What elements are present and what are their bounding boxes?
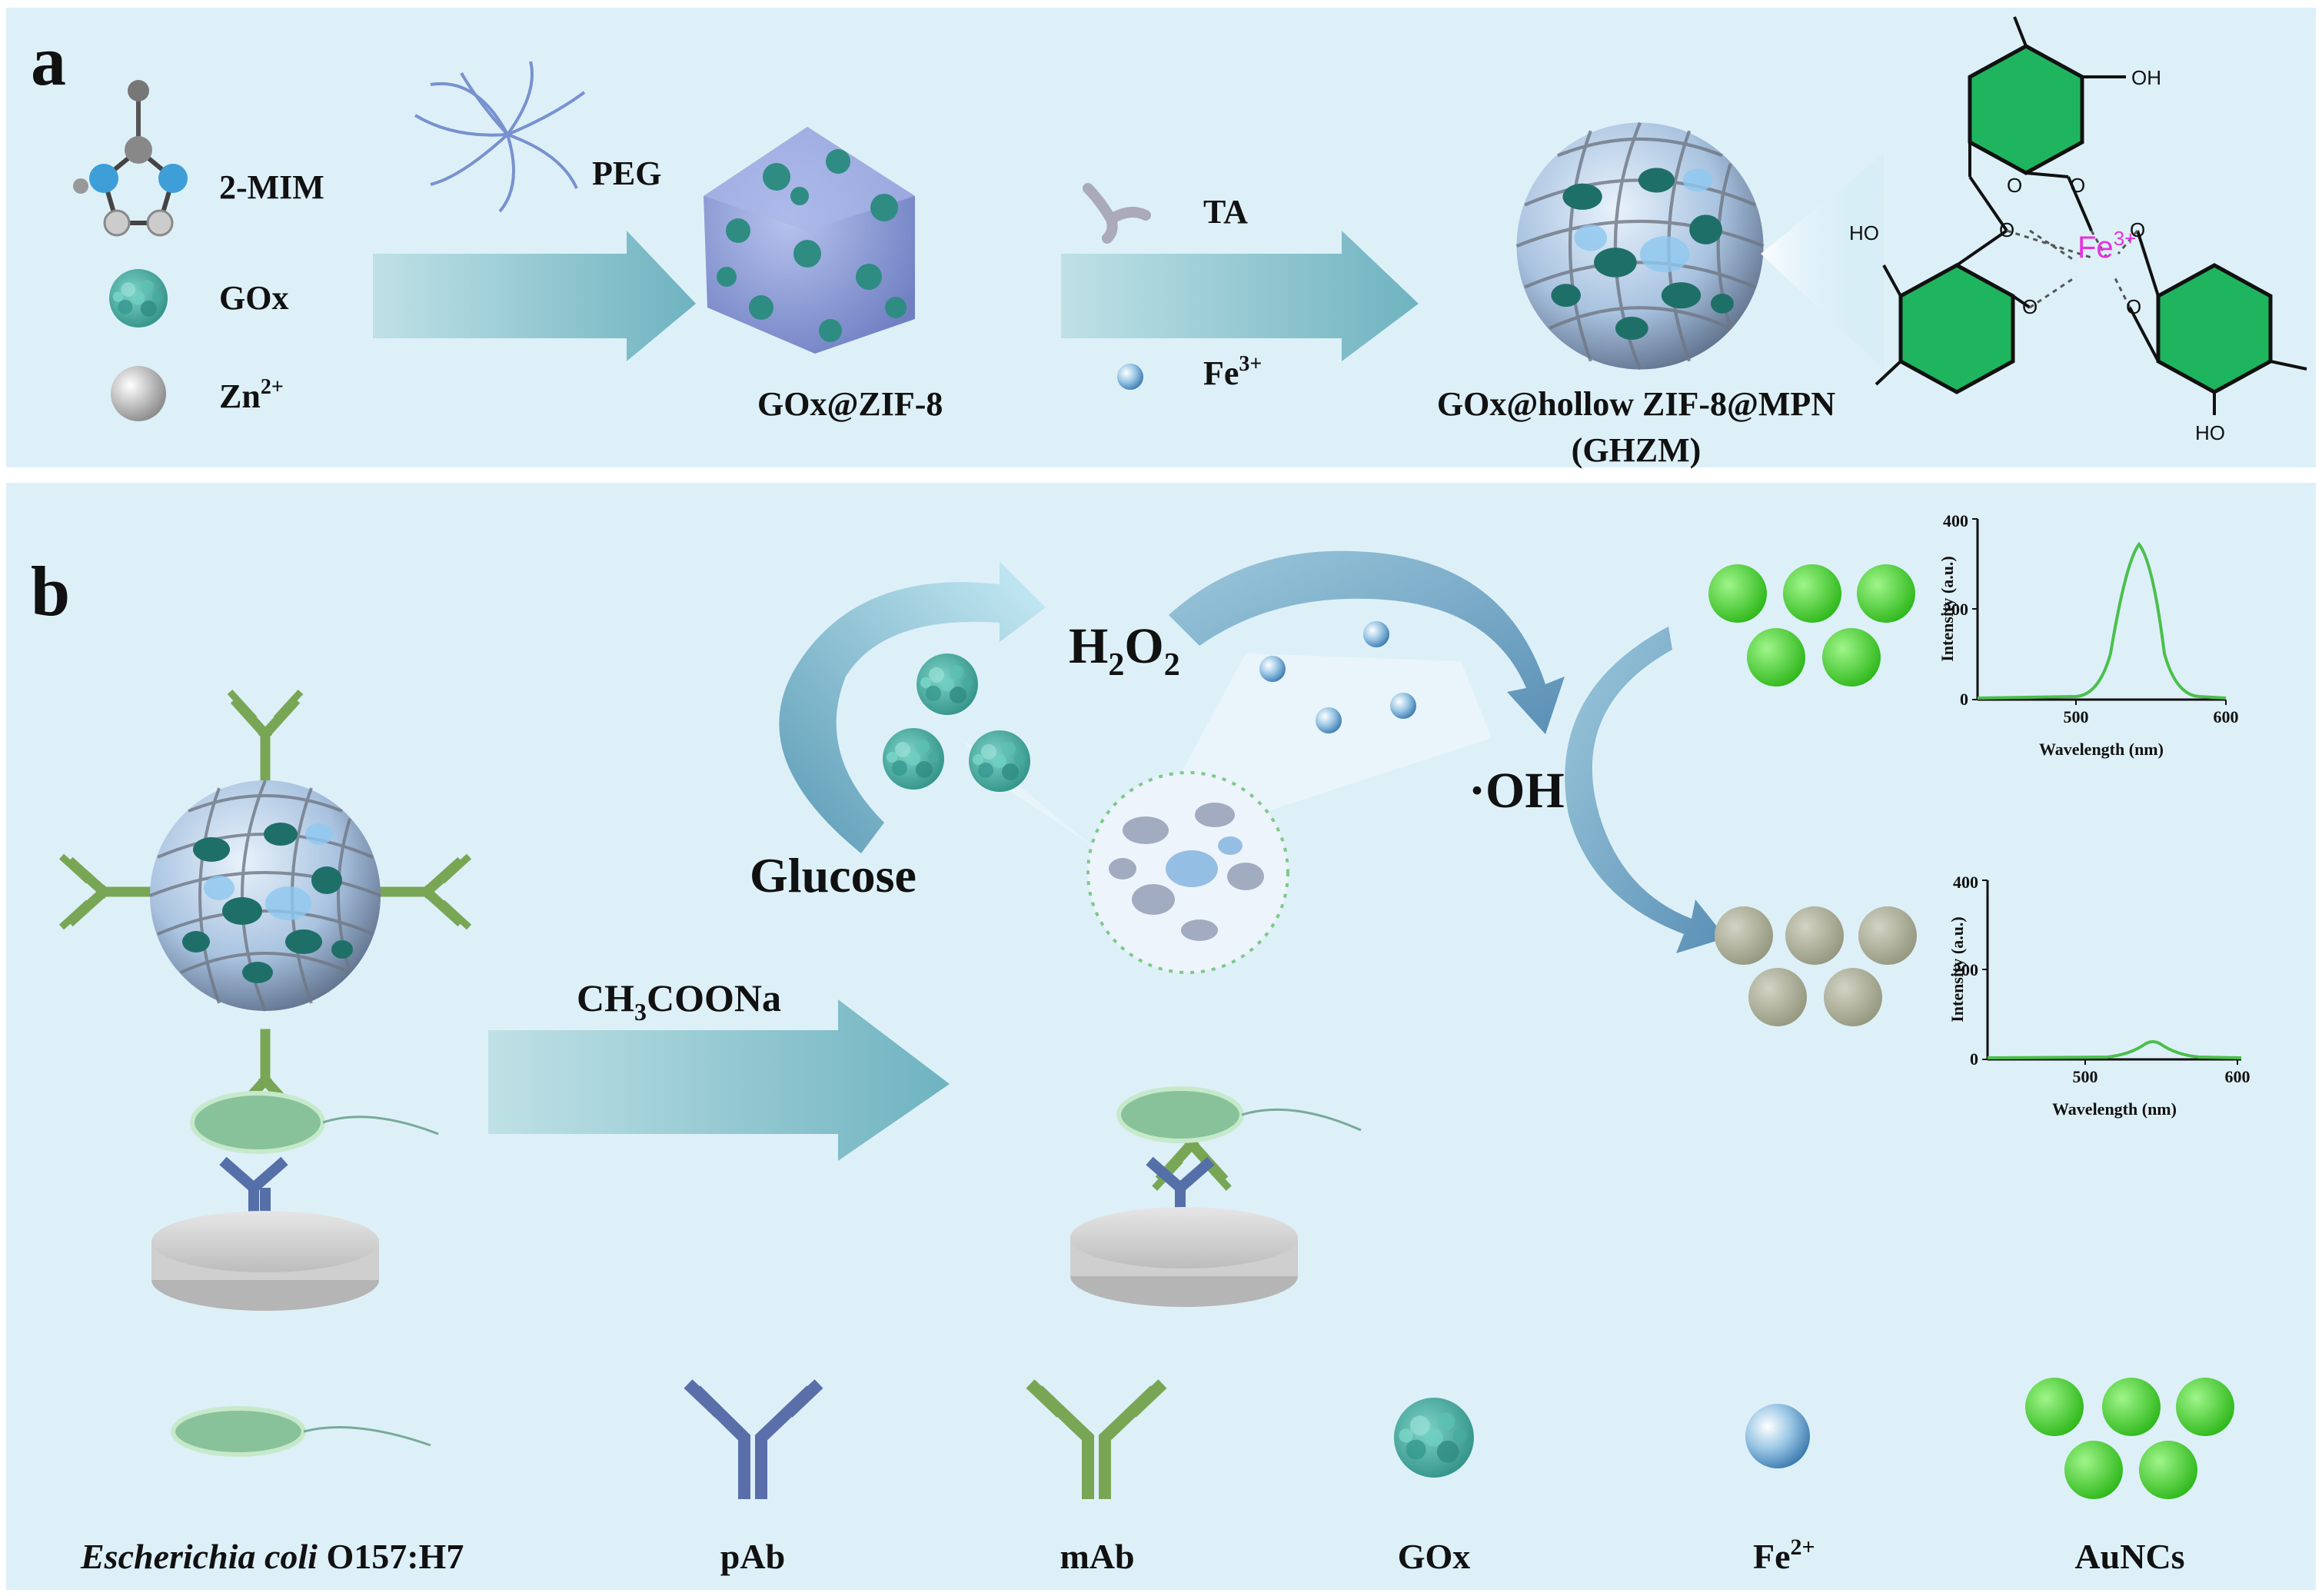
aunc-quenched-group bbox=[1715, 906, 1917, 1026]
aunc-bright-group bbox=[1708, 564, 1915, 687]
ta-molecule-icon bbox=[1083, 183, 1151, 244]
spectrum2-xlabel: Wavelength (nm) bbox=[2052, 1099, 2177, 1119]
chem-ho-label-2: HO bbox=[2195, 421, 2225, 444]
chem-ho-label-1: HO bbox=[1849, 221, 1879, 244]
chem-oh-label: OH bbox=[2131, 66, 2161, 89]
legend-fe2-icon bbox=[1745, 1404, 1810, 1468]
legend-aunc-label: AuNCs bbox=[2074, 1537, 2184, 1576]
spectrum-chart-high: 400 200 0 500 600 Wavelength (nm) Intens… bbox=[1938, 511, 2239, 759]
spectrum2-xtick-500: 500 bbox=[2073, 1067, 2098, 1086]
svg-text:O: O bbox=[1999, 218, 2014, 241]
spectrum2-ytick-0: 0 bbox=[1970, 1049, 1978, 1069]
legend-pab-label: pAb bbox=[720, 1537, 785, 1576]
gox-icon-b1 bbox=[916, 653, 978, 715]
curved-arrow-glucose bbox=[779, 561, 1046, 853]
spectrum1-line bbox=[1977, 541, 2227, 700]
2-mim-molecule-icon bbox=[73, 80, 188, 237]
gox-zif8-label: GOx@ZIF-8 bbox=[757, 385, 943, 423]
spectrum2-line bbox=[1987, 1040, 2242, 1059]
immunocomplex-degraded bbox=[1070, 771, 1362, 1307]
spectrum1-ytick-200: 200 bbox=[1943, 600, 1968, 619]
fe-ion-bubble-1 bbox=[1259, 656, 1286, 682]
spectrum1-ytick-400: 400 bbox=[1943, 511, 1968, 530]
spectrum1-ylabel: Intensity (a.u.) bbox=[1938, 556, 1957, 662]
zn-ion-icon bbox=[111, 366, 166, 421]
legend-ecoli-label: Escherichia coli O157:H7 bbox=[80, 1537, 464, 1576]
spectrum2-ytick-200: 200 bbox=[1953, 960, 1978, 979]
peg-polymer-icon bbox=[414, 61, 586, 213]
svg-text:O: O bbox=[2022, 295, 2038, 318]
legend-ecoli-icon bbox=[171, 1406, 431, 1457]
ghzm-label-line2: (GHZM) bbox=[1572, 431, 1702, 469]
oh-radical-label: ·OH bbox=[1469, 763, 1565, 819]
chem-fe3-label: Fe3+ bbox=[2077, 227, 2136, 264]
mpn-chemical-structure: O O O O O O OH HO HO Fe3+ bbox=[1849, 16, 2307, 444]
spectrum1-xlabel: Wavelength (nm) bbox=[2039, 740, 2164, 759]
ch3coona-label: CH3COONa bbox=[577, 976, 781, 1026]
legend-fe2-label: Fe2+ bbox=[1753, 1534, 1815, 1576]
ghzm-label-line1: GOx@hollow ZIF-8@MPN bbox=[1437, 385, 1835, 423]
legend-mab-label: mAb bbox=[1060, 1537, 1134, 1576]
legend-mab-icon bbox=[1026, 1379, 1167, 1499]
glucose-label: Glucose bbox=[750, 848, 916, 903]
svg-text:O: O bbox=[2070, 174, 2085, 197]
immunocomplex-left bbox=[62, 692, 469, 1311]
fe-ion-bubble-4 bbox=[1390, 693, 1416, 719]
spectrum2-ytick-400: 400 bbox=[1953, 873, 1978, 892]
curved-arrow-h2o2 bbox=[1169, 550, 1565, 734]
ghzm-sphere-icon bbox=[1517, 122, 1764, 369]
svg-text:O: O bbox=[2130, 218, 2145, 241]
arrow-step1 bbox=[373, 231, 696, 361]
legend-aunc-icon bbox=[2025, 1378, 2234, 1499]
zoom-cone bbox=[1761, 154, 1884, 369]
zn-label: Zn2+ bbox=[219, 375, 284, 415]
spectrum2-xtick-600: 600 bbox=[2225, 1067, 2250, 1086]
2-mim-label: 2-MIM bbox=[219, 168, 324, 206]
spectrum-chart-low: 400 200 0 500 600 Wavelength (nm) Intens… bbox=[1948, 873, 2250, 1119]
legend-pab-icon bbox=[684, 1379, 823, 1499]
fe3-label: Fe3+ bbox=[1203, 352, 1262, 392]
svg-text:O: O bbox=[2126, 295, 2141, 318]
legend-gox-icon bbox=[1394, 1398, 1474, 1478]
spectrum1-xtick-600: 600 bbox=[2214, 707, 2239, 727]
arrow-ch3coona bbox=[488, 999, 950, 1161]
fe3-ion-icon bbox=[1117, 364, 1143, 390]
panel-b-label: b bbox=[31, 552, 70, 630]
gox-icon-b2 bbox=[883, 728, 944, 790]
legend-gox-label: GOx bbox=[1398, 1537, 1471, 1576]
gox-label: GOx bbox=[219, 279, 288, 317]
curved-arrow-aunc bbox=[1565, 627, 1726, 953]
gox-icon-b3 bbox=[969, 730, 1030, 792]
svg-text:O: O bbox=[2007, 174, 2022, 197]
arrow-step2 bbox=[1061, 231, 1419, 361]
panel-a-background bbox=[6, 8, 2316, 467]
peg-label: PEG bbox=[592, 155, 661, 192]
panel-b-background bbox=[6, 483, 2316, 1590]
fe-ion-bubble-2 bbox=[1363, 621, 1389, 647]
spectrum1-xtick-500: 500 bbox=[2064, 707, 2089, 727]
gox-enzyme-icon bbox=[109, 269, 168, 328]
h2o2-label: H2O2 bbox=[1069, 618, 1180, 683]
fe-ion-bubble-3 bbox=[1316, 707, 1342, 733]
gox-zif8-particle-icon bbox=[704, 127, 915, 354]
ta-label: TA bbox=[1203, 193, 1248, 231]
spectrum2-ylabel: Intensity (a.u.) bbox=[1948, 916, 1967, 1022]
panel-a-label: a bbox=[31, 22, 66, 100]
spectrum1-ytick-0: 0 bbox=[1960, 690, 1968, 709]
